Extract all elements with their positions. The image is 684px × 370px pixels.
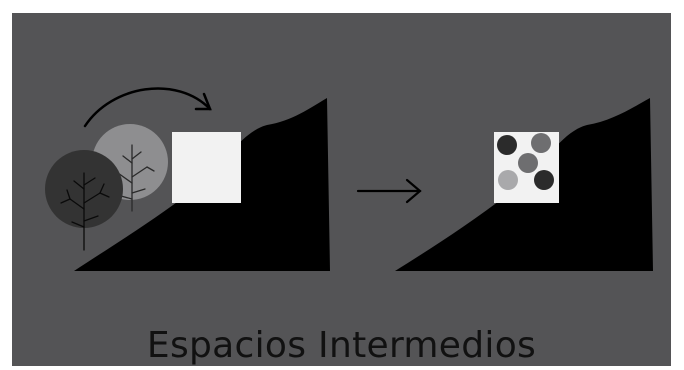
diagram-panel: Espacios Intermedios xyxy=(12,13,671,366)
circle-light-bottom-left xyxy=(498,170,518,190)
circle-mid-center xyxy=(518,153,538,173)
circle-dark-bottom-right xyxy=(534,170,554,190)
tree-light-branches xyxy=(109,144,155,212)
right-arrow-icon xyxy=(356,178,422,204)
right-scene xyxy=(395,98,653,271)
diagram-caption: Espacios Intermedios xyxy=(146,325,537,366)
tree-dark-branches xyxy=(60,172,110,251)
curved-arrow-icon xyxy=(83,87,212,128)
circle-mid-top-right xyxy=(531,133,551,153)
left-scene xyxy=(45,87,330,271)
left-white-box xyxy=(172,132,241,203)
diagram-scene xyxy=(45,87,653,271)
circle-dark-top-left xyxy=(497,135,517,155)
